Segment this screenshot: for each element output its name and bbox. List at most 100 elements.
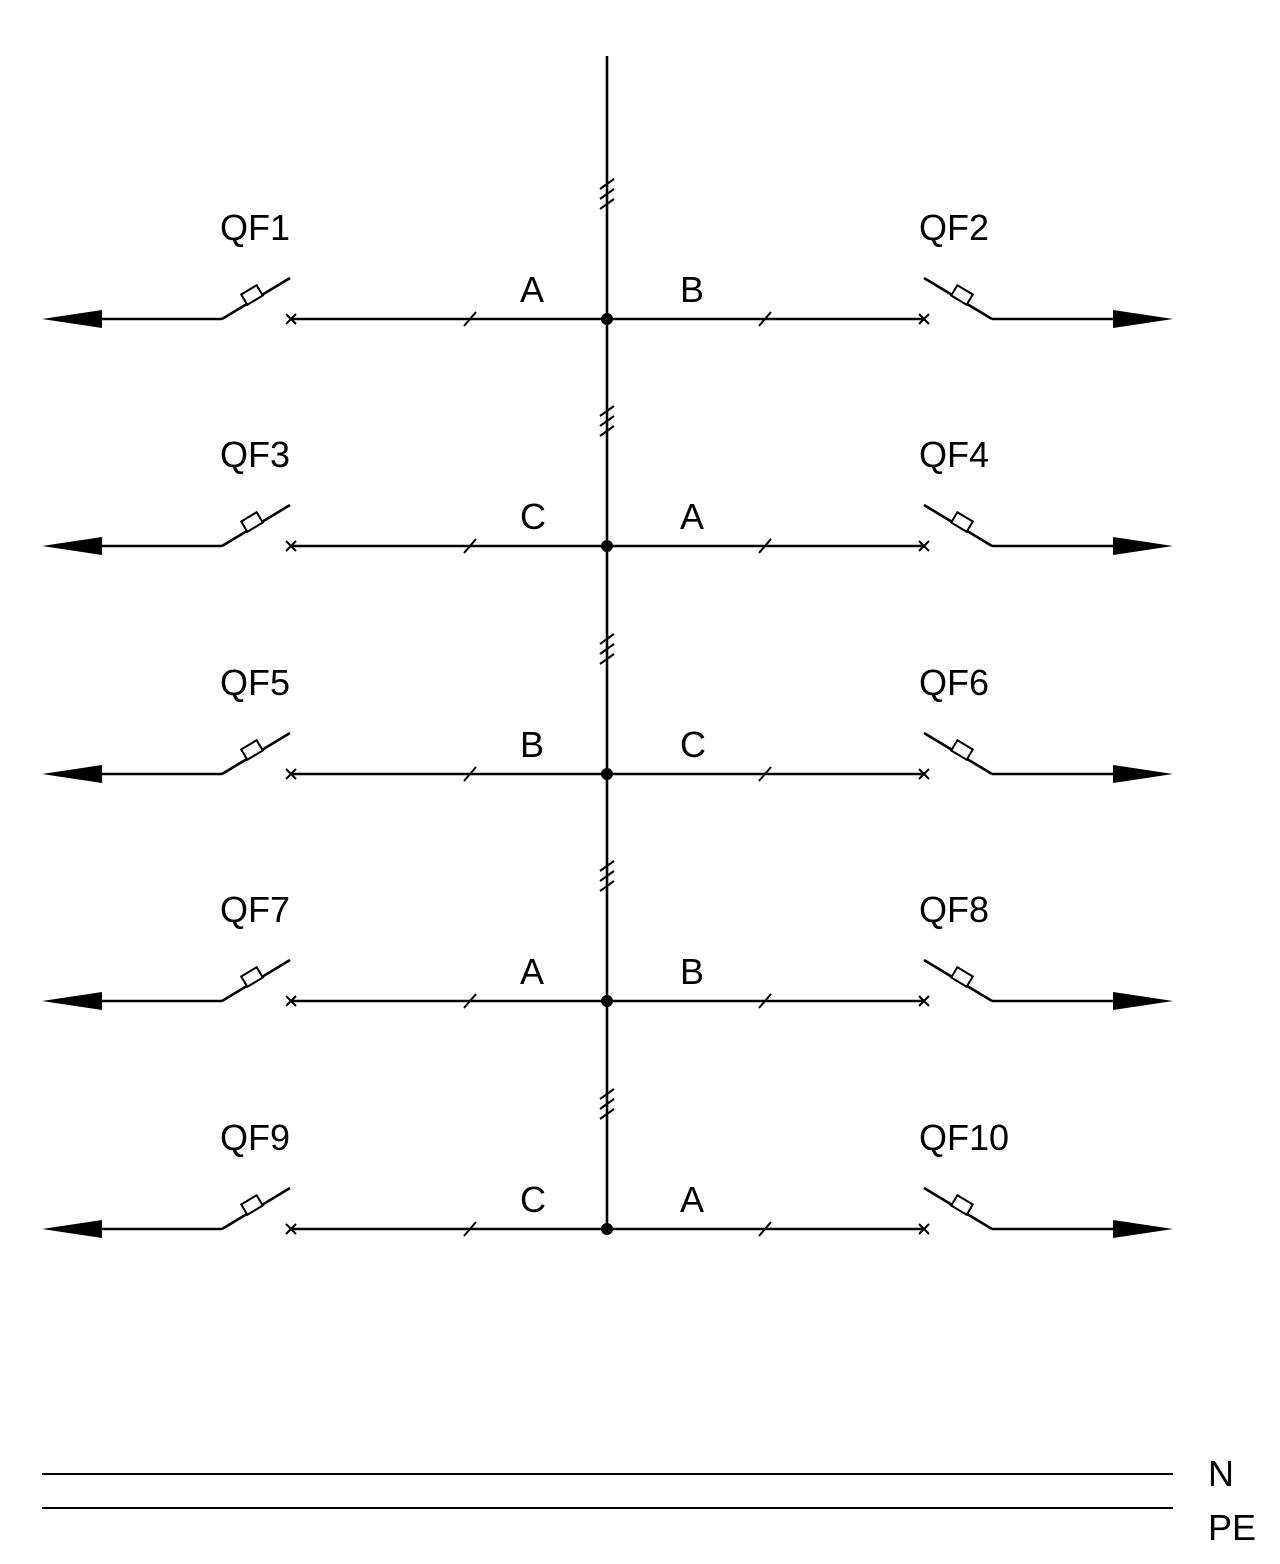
right-phase-slash <box>758 311 772 327</box>
phase-tick <box>599 653 615 665</box>
left-breaker-box-icon <box>239 1193 265 1217</box>
phase-tick <box>599 178 615 190</box>
left-breaker-box-icon <box>239 510 265 534</box>
junction-dot <box>601 540 613 552</box>
breaker-box <box>949 1193 975 1217</box>
right-phase-slash <box>758 1221 772 1237</box>
right-breaker-label: QF8 <box>919 889 989 930</box>
left-phase-label: A <box>520 269 544 310</box>
right-arrow-icon <box>1113 537 1173 555</box>
left-phase-label: C <box>520 496 546 537</box>
phase-tick <box>599 860 615 872</box>
bus-bars: N PE <box>42 1453 1256 1548</box>
right-breaker-box-icon <box>949 738 975 762</box>
bus-bar: PE <box>42 1507 1256 1548</box>
right-phase-label: B <box>680 951 704 992</box>
left-phase-slash <box>463 993 477 1009</box>
bus-bar-label: N <box>1208 1453 1234 1494</box>
phase-tick <box>599 1098 615 1110</box>
right-breaker-label: QF10 <box>919 1117 1009 1158</box>
left-breaker-box-icon <box>239 283 265 307</box>
breaker-box <box>239 283 265 307</box>
phase-tick <box>599 188 615 200</box>
right-arrow-icon <box>1113 310 1173 328</box>
left-arrow-icon <box>42 992 102 1010</box>
three-phase-mark <box>599 633 615 665</box>
breaker-box <box>239 1193 265 1217</box>
right-contact-mark <box>918 313 930 325</box>
phase-tick <box>599 198 615 210</box>
junction-dot <box>601 768 613 780</box>
phase-tick <box>599 870 615 882</box>
left-phase-label: B <box>520 724 544 765</box>
right-breaker-box-icon <box>949 965 975 989</box>
phase-tick <box>599 633 615 645</box>
three-phase-mark <box>599 860 615 892</box>
x-mark-stroke <box>918 1223 930 1235</box>
right-contact-mark <box>918 768 930 780</box>
right-phase-label: B <box>680 269 704 310</box>
right-contact-mark <box>918 1223 930 1235</box>
left-breaker-label: QF7 <box>220 889 290 930</box>
junction-dot <box>601 313 613 325</box>
left-breaker-label: QF3 <box>220 434 290 475</box>
x-mark-stroke <box>918 995 930 1007</box>
right-breaker-box-icon <box>949 283 975 307</box>
main-feeder <box>599 56 615 1229</box>
junction-dot <box>601 1223 613 1235</box>
left-phase-slash <box>463 766 477 782</box>
right-breaker-label: QF4 <box>919 434 989 475</box>
left-breaker-box-icon <box>239 965 265 989</box>
phase-tick <box>599 1088 615 1100</box>
right-phase-slash <box>758 538 772 554</box>
left-breaker-label: QF9 <box>220 1117 290 1158</box>
left-phase-label: A <box>520 951 544 992</box>
phase-tick <box>599 880 615 892</box>
x-mark-stroke <box>918 313 930 325</box>
left-phase-slash <box>463 1221 477 1237</box>
bus-bar-label: PE <box>1208 1507 1256 1548</box>
right-arrow-icon <box>1113 765 1173 783</box>
right-breaker-box-icon <box>949 1193 975 1217</box>
x-mark-stroke <box>918 540 930 552</box>
right-phase-slash <box>758 766 772 782</box>
left-phase-slash <box>463 311 477 327</box>
left-phase-label: C <box>520 1179 546 1220</box>
right-phase-slash <box>758 993 772 1009</box>
three-phase-mark <box>599 178 615 210</box>
left-arrow-icon <box>42 310 102 328</box>
right-contact-mark <box>918 540 930 552</box>
breaker-box <box>949 510 975 534</box>
breaker-box <box>949 965 975 989</box>
right-breaker-label: QF2 <box>919 207 989 248</box>
right-phase-label: A <box>680 496 704 537</box>
phase-tick <box>599 643 615 655</box>
left-phase-slash <box>463 538 477 554</box>
left-breaker-label: QF5 <box>220 662 290 703</box>
left-arrow-icon <box>42 1220 102 1238</box>
phase-tick <box>599 405 615 417</box>
x-mark-stroke <box>918 768 930 780</box>
right-arrow-icon <box>1113 992 1173 1010</box>
breaker-box <box>239 965 265 989</box>
breaker-box <box>239 510 265 534</box>
left-breaker-label: QF1 <box>220 207 290 248</box>
phase-tick <box>599 1108 615 1120</box>
right-phase-label: C <box>680 724 706 765</box>
phase-tick <box>599 425 615 437</box>
phase-tick <box>599 415 615 427</box>
right-breaker-label: QF6 <box>919 662 989 703</box>
breaker-box <box>239 738 265 762</box>
three-phase-mark <box>599 405 615 437</box>
breaker-box <box>949 283 975 307</box>
left-breaker-box-icon <box>239 738 265 762</box>
breaker-box <box>949 738 975 762</box>
left-arrow-icon <box>42 765 102 783</box>
right-contact-mark <box>918 995 930 1007</box>
